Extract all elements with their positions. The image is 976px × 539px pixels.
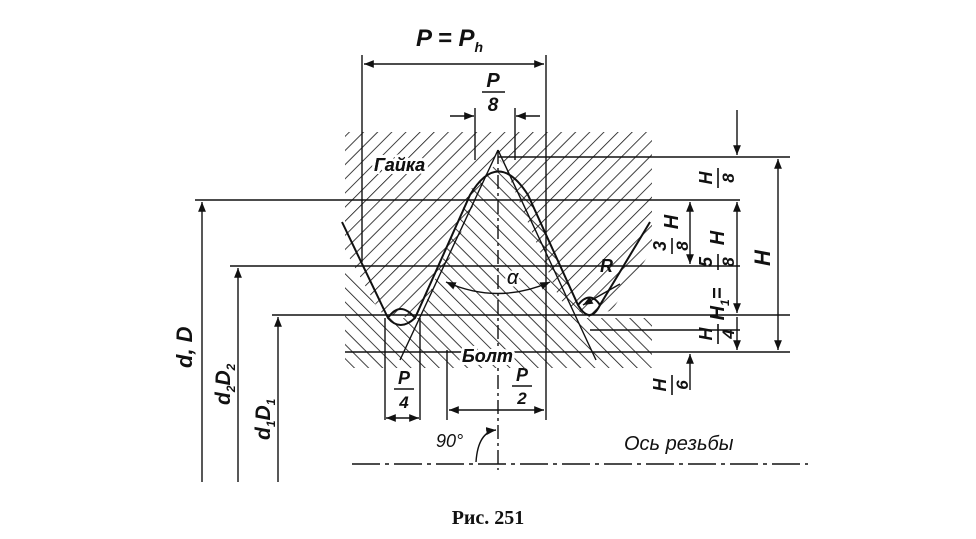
d2D2-label: d2D2 bbox=[212, 363, 238, 405]
h38-fraction: 3 8 H bbox=[650, 214, 692, 254]
pitch-label: P = Ph bbox=[416, 25, 483, 55]
nut-label: Гайка bbox=[374, 155, 425, 175]
svg-text:H: H bbox=[696, 171, 716, 185]
nut-region bbox=[345, 132, 652, 318]
svg-text:3: 3 bbox=[650, 241, 670, 251]
svg-text:8: 8 bbox=[719, 257, 738, 267]
svg-text:H: H bbox=[650, 378, 670, 392]
p8-fraction: P 8 bbox=[482, 70, 505, 116]
svg-text:4: 4 bbox=[719, 329, 738, 340]
svg-text:H: H bbox=[661, 214, 683, 229]
svg-text:8: 8 bbox=[719, 173, 738, 183]
svg-text:H: H bbox=[707, 230, 729, 245]
alpha-label: α bbox=[507, 267, 519, 289]
svg-text:2: 2 bbox=[516, 389, 527, 408]
nut-label-text: Гайка bbox=[374, 155, 425, 175]
svg-text:6: 6 bbox=[673, 380, 692, 390]
dD-label: d, D bbox=[172, 326, 197, 368]
svg-text:P: P bbox=[516, 365, 529, 385]
fundamental-triangle bbox=[399, 149, 597, 361]
alpha-label-text: α bbox=[507, 267, 519, 289]
svg-text:H1=: H1= bbox=[707, 287, 732, 320]
svg-text:H: H bbox=[696, 327, 716, 341]
angle90-label: 90° bbox=[436, 431, 463, 451]
pitch-dimension bbox=[364, 60, 544, 422]
h4-fraction: H 4 bbox=[696, 324, 738, 344]
alpha-arc bbox=[445, 281, 551, 295]
d1D1-label: d1D1 bbox=[252, 398, 278, 440]
axis-label: Ось резьбы bbox=[624, 433, 734, 455]
reference-lines bbox=[195, 156, 790, 353]
radius-label: R bbox=[600, 256, 613, 276]
right-angle-mark bbox=[475, 427, 497, 463]
p2-fraction: P 2 bbox=[512, 365, 532, 408]
svg-text:8: 8 bbox=[488, 95, 499, 116]
h8-fraction: H 8 bbox=[696, 168, 738, 188]
svg-text:P: P bbox=[398, 368, 411, 388]
extension-lines bbox=[361, 55, 547, 470]
svg-text:P: P bbox=[486, 70, 500, 92]
svg-text:4: 4 bbox=[398, 393, 409, 412]
bolt-label-bg: Болт bbox=[462, 346, 513, 366]
diameter-dimensions bbox=[198, 202, 282, 482]
p4-fraction: P 4 bbox=[394, 368, 414, 412]
bolt-label: Болт bbox=[462, 346, 513, 366]
svg-text:5: 5 bbox=[696, 256, 716, 267]
h1-58-fraction: H1= 5 8 H bbox=[696, 230, 738, 320]
radius-arrow bbox=[582, 283, 621, 306]
H-label: H bbox=[750, 249, 775, 266]
svg-text:8: 8 bbox=[673, 241, 692, 251]
h6-fraction: H 6 bbox=[650, 375, 692, 395]
figure-caption: Рис. 251 bbox=[452, 507, 525, 529]
height-dimensions bbox=[686, 110, 782, 390]
